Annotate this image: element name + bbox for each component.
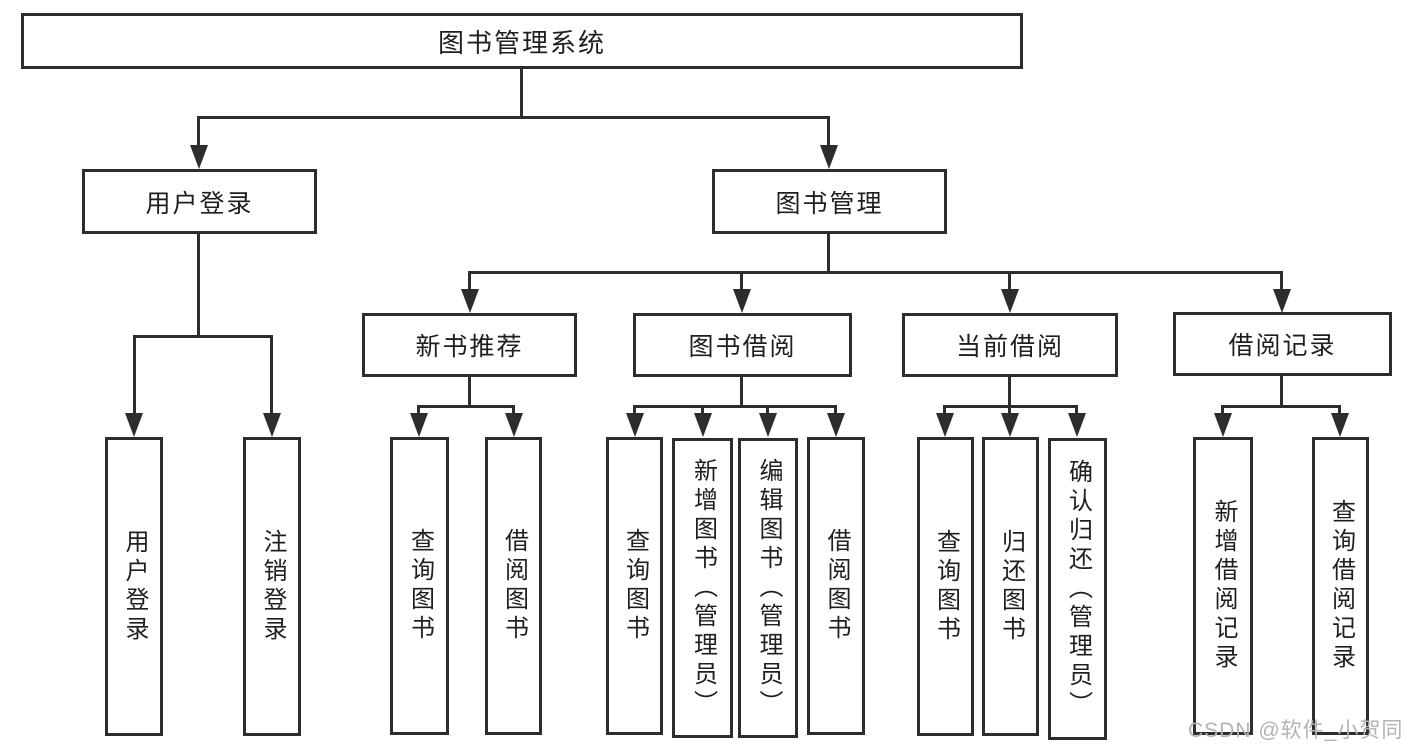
- arrow-down-icon: [1001, 413, 1019, 437]
- leaf-label: 归还图书: [997, 528, 1025, 645]
- connector-line: [468, 272, 471, 292]
- leaf-add-books-admin: 新增图书（管理员）: [672, 438, 733, 738]
- connector-line: [197, 117, 200, 148]
- arrow-down-icon: [125, 413, 143, 437]
- connector-line: [417, 406, 420, 416]
- connector-line: [1221, 406, 1224, 416]
- leaf-label: 用户登录: [121, 528, 148, 645]
- node-user-login: 用户登录: [82, 169, 317, 234]
- leaf-query-borrow-record: 查询借阅记录: [1312, 437, 1369, 735]
- connector-line: [197, 116, 830, 119]
- connector-line: [766, 406, 769, 416]
- connector-line: [827, 117, 830, 148]
- connector-line: [827, 232, 830, 272]
- node-book-management: 图书管理: [712, 169, 947, 234]
- arrow-down-icon: [461, 289, 479, 313]
- leaf-label: 编辑图书（管理员）: [755, 457, 782, 719]
- leaf-borrow-books-recommend: 借阅图书: [485, 437, 542, 735]
- leaf-label: 新增图书（管理员）: [689, 457, 717, 719]
- leaf-logout: 注销登录: [243, 437, 301, 736]
- arrow-down-icon: [190, 145, 208, 169]
- connector-line: [417, 405, 515, 408]
- arrow-down-icon: [733, 289, 751, 313]
- connector-line: [1008, 406, 1011, 416]
- leaf-borrow-books-borrowing: 借阅图书: [807, 437, 865, 735]
- connector-line: [834, 406, 837, 416]
- connector-line: [701, 406, 704, 416]
- connector-line: [740, 272, 743, 292]
- connector-line: [633, 406, 636, 416]
- leaf-label: 借阅图书: [500, 528, 528, 644]
- connector-line: [520, 67, 523, 117]
- connector-line: [133, 336, 136, 416]
- arrow-down-icon: [410, 413, 428, 437]
- leaf-label: 注销登录: [259, 528, 286, 645]
- arrow-down-icon: [936, 413, 954, 437]
- arrow-down-icon: [1001, 289, 1019, 313]
- leaf-query-books-recommend: 查询图书: [390, 437, 449, 735]
- arrow-down-icon: [820, 145, 838, 169]
- connector-line: [1280, 375, 1283, 406]
- arrow-down-icon: [1068, 413, 1086, 437]
- arrow-down-icon: [827, 413, 845, 437]
- connector-line: [1221, 405, 1341, 408]
- connector-line: [943, 406, 946, 416]
- arrow-down-icon: [263, 413, 281, 437]
- connector-line: [270, 336, 273, 416]
- node-current-borrowing: 当前借阅: [902, 313, 1118, 377]
- arrow-down-icon: [1273, 289, 1291, 313]
- arrow-down-icon: [626, 413, 644, 437]
- node-library-management-system: 图书管理系统: [21, 13, 1023, 69]
- connector-line: [133, 335, 273, 338]
- connector-line: [1008, 376, 1011, 406]
- connector-line: [512, 406, 515, 416]
- leaf-edit-books-admin: 编辑图书（管理员）: [738, 438, 798, 738]
- leaf-label: 查询图书: [932, 528, 960, 645]
- connector-line: [633, 405, 837, 408]
- connector-line: [1008, 272, 1011, 292]
- connector-line: [1338, 406, 1341, 416]
- node-new-book-recommendation: 新书推荐: [362, 313, 577, 377]
- arrow-down-icon: [694, 413, 712, 437]
- leaf-query-books-current: 查询图书: [917, 437, 974, 736]
- leaf-return-books: 归还图书: [982, 437, 1039, 736]
- leaf-label: 确认归还（管理员）: [1064, 458, 1092, 720]
- leaf-query-books-borrowing: 查询图书: [606, 437, 663, 735]
- connector-line: [1075, 406, 1078, 416]
- leaf-add-borrow-record: 新增借阅记录: [1193, 437, 1253, 735]
- arrow-down-icon: [1214, 413, 1232, 437]
- node-book-borrowing: 图书借阅: [633, 313, 852, 377]
- leaf-label: 查询图书: [406, 528, 434, 644]
- leaf-label: 查询借阅记录: [1327, 499, 1355, 673]
- arrow-down-icon: [759, 413, 777, 437]
- watermark: CSDN @软件_小贺同学: [1188, 719, 1405, 742]
- leaf-confirm-return-admin: 确认归还（管理员）: [1048, 438, 1107, 740]
- connector-line: [740, 376, 743, 406]
- connector-line: [468, 376, 471, 406]
- leaf-user-login: 用户登录: [105, 437, 163, 736]
- node-borrowing-records: 借阅记录: [1173, 312, 1392, 376]
- connector-line: [468, 271, 1283, 274]
- arrow-down-icon: [505, 413, 523, 437]
- connector-line: [197, 232, 200, 336]
- leaf-label: 借阅图书: [823, 528, 850, 644]
- leaf-label: 查询图书: [621, 528, 649, 644]
- arrow-down-icon: [1331, 413, 1349, 437]
- leaf-label: 新增借阅记录: [1210, 499, 1237, 673]
- connector-line: [1280, 272, 1283, 292]
